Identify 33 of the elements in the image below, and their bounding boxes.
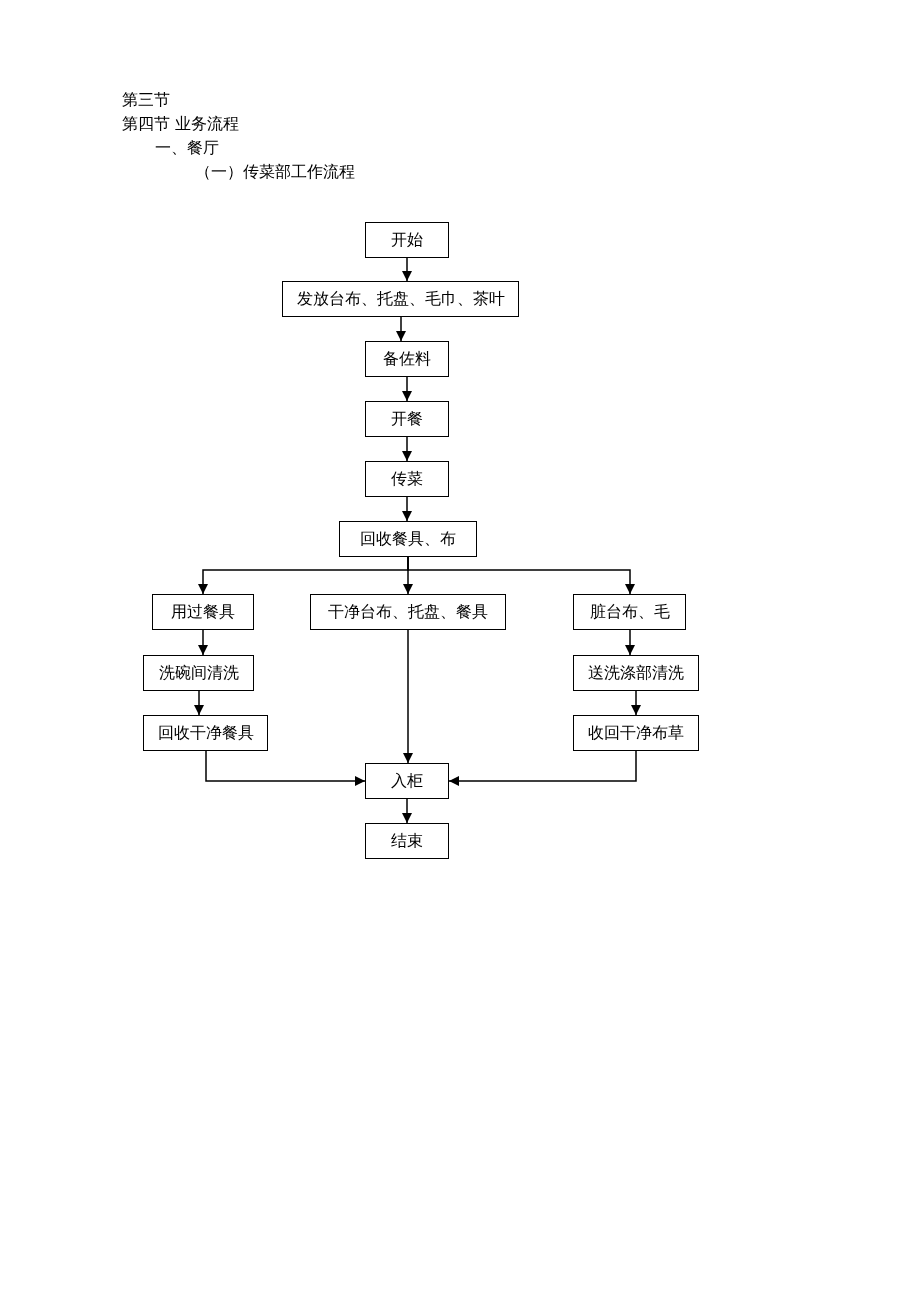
process-box: 干净台布、托盘、餐具 [310,594,506,630]
arrow [194,690,204,716]
heading: 第三节 [122,90,170,110]
process-box: 回收餐具、布 [339,521,477,557]
process-box: 洗碗间清洗 [143,655,254,691]
arrow [402,496,412,522]
process-box: 回收干净餐具 [143,715,268,751]
arrow [402,798,412,824]
arrow [403,629,413,764]
arrow [448,750,637,786]
heading: 一、餐厅 [155,138,219,158]
process-box: 收回干净布草 [573,715,699,751]
process-box: 送洗涤部清洗 [573,655,699,691]
process-box: 结束 [365,823,449,859]
arrow [205,750,366,786]
process-box: 发放台布、托盘、毛巾、茶叶 [282,281,519,317]
section-heading: （一）传菜部工作流程 [195,162,355,182]
process-box: 入柜 [365,763,449,799]
process-box: 用过餐具 [152,594,254,630]
process-box: 备佐料 [365,341,449,377]
process-box: 开餐 [365,401,449,437]
arrow [402,257,412,282]
arrow [625,629,635,656]
arrow [198,629,208,656]
arrow [631,690,641,716]
process-box: 开始 [365,222,449,258]
arrow [407,556,635,595]
arrow [396,316,406,342]
heading: 第四节 业务流程 [122,114,240,134]
arrow [402,376,412,402]
process-box: 传菜 [365,461,449,497]
process-box: 脏台布、毛 [573,594,686,630]
arrow [402,436,412,462]
